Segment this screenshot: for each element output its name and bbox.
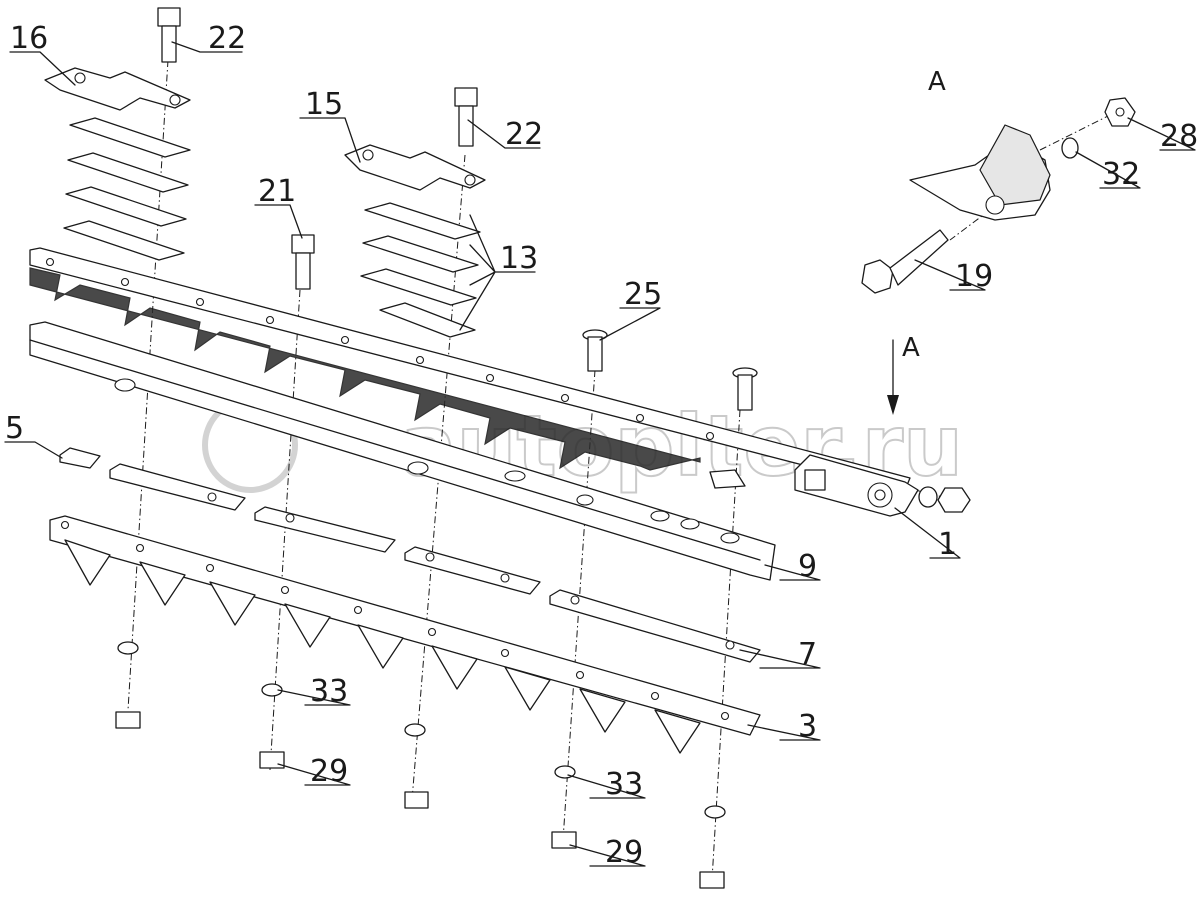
label-22a: 22: [208, 21, 246, 56]
label-22b: 22: [505, 117, 543, 152]
part-16-clamp-plate: [44, 67, 191, 111]
view-label-detail: A: [928, 67, 946, 97]
bolt-25: [582, 329, 608, 372]
label-5: 5: [5, 411, 24, 446]
label-21: 21: [258, 174, 296, 209]
part-3-knife-sections: [49, 515, 761, 754]
view-label-arrow: A: [902, 333, 920, 363]
shims-left: [63, 117, 191, 261]
label-3: 3: [798, 709, 817, 744]
shims-part-13: [360, 202, 481, 338]
part-1-hinge-block: [709, 454, 971, 517]
label-25: 25: [624, 277, 662, 312]
part-7-wear-strips: [109, 463, 761, 663]
label-33b: 33: [605, 767, 643, 802]
label-29a: 29: [310, 754, 348, 789]
part-5-wear-plate: [59, 447, 101, 469]
label-19: 19: [955, 259, 993, 294]
label-16: 16: [10, 21, 48, 56]
label-9: 9: [798, 549, 817, 584]
label-13: 13: [500, 241, 538, 276]
label-29b: 29: [605, 835, 643, 870]
part-15-clamp-plate: [344, 144, 486, 191]
label-15: 15: [305, 87, 343, 122]
bolt-25b: [732, 367, 758, 411]
part-labels: 16 22 15 22 21 13 25 5 9 1 7 3 33 29 33 …: [5, 21, 1198, 870]
label-33a: 33: [310, 674, 348, 709]
detail-view-a: [861, 97, 1136, 294]
leader-lines: [4, 41, 1196, 867]
label-1: 1: [938, 527, 957, 562]
bolt-22-right: [454, 87, 478, 147]
bolt-21: [291, 234, 315, 290]
label-28: 28: [1160, 119, 1198, 154]
view-arrow-a: [887, 339, 899, 415]
label-32: 32: [1102, 157, 1140, 192]
bolt-22-left: [157, 7, 181, 63]
knife-bar-upper: [29, 247, 911, 491]
label-7: 7: [798, 637, 817, 672]
part-9-guide-bar: [29, 321, 776, 581]
